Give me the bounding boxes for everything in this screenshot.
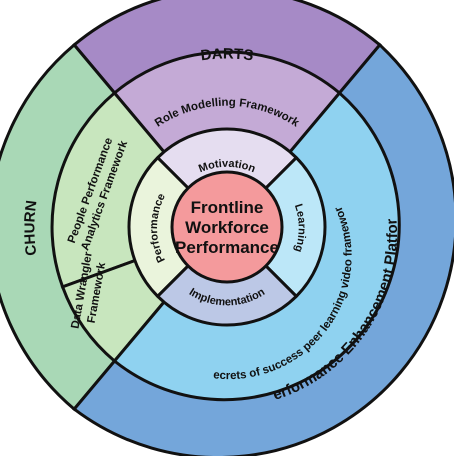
core-circle [170, 170, 284, 284]
darts-label: DARTS [200, 46, 255, 65]
core-line-1: Frontline [191, 198, 264, 217]
core-line-2: Workforce [185, 218, 269, 237]
core-line-3: Performance [175, 238, 279, 257]
churn-label: CHURN [21, 199, 40, 256]
